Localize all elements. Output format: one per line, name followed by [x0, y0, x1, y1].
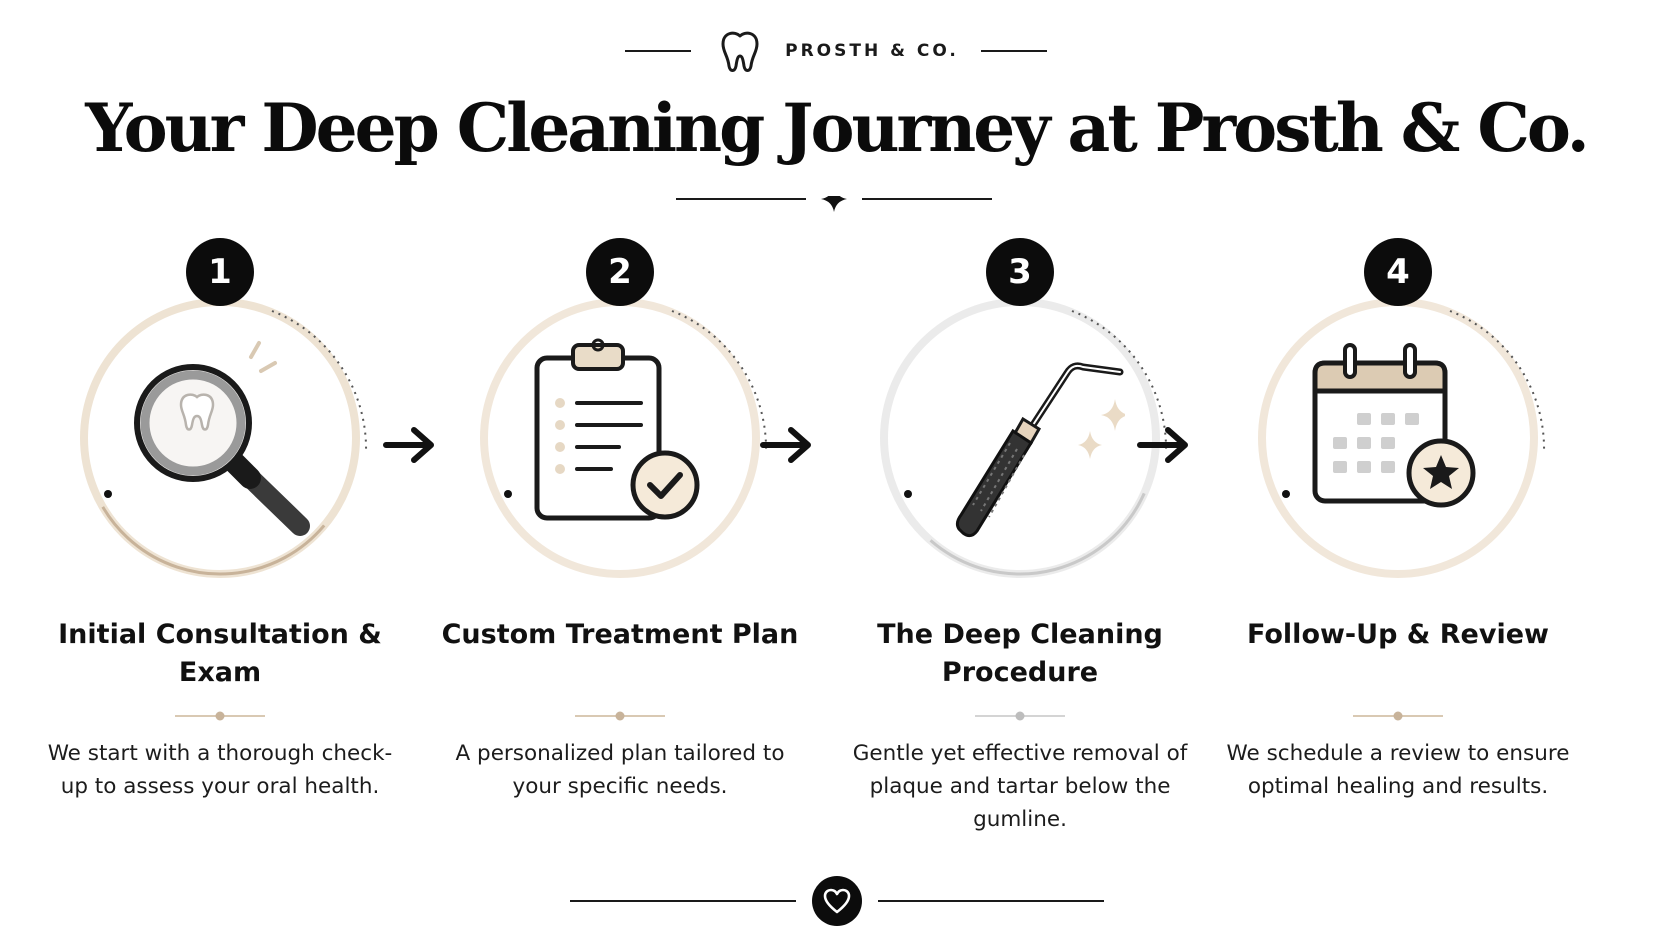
- step-title: The Deep Cleaning Procedure: [877, 619, 1163, 688]
- clipboard-check-icon: [534, 338, 700, 521]
- step-description: We schedule a review to ensure optimal h…: [1226, 741, 1570, 799]
- step-title: Follow-Up & Review: [1247, 619, 1549, 650]
- step-description: We start with a thorough check-up to ass…: [47, 741, 393, 799]
- calendar-star-icon: [1312, 343, 1476, 508]
- footer-line-left: [570, 900, 796, 902]
- title-divider: [676, 196, 992, 212]
- step-number-badge: 3: [986, 238, 1054, 306]
- step-divider: [975, 711, 1065, 721]
- brand-line-right: [980, 50, 1047, 52]
- dental-scaler-icon: [955, 362, 1125, 538]
- step-title: Initial Consultation & Exam: [58, 619, 382, 688]
- magnifying-glass-tooth-icon: [134, 341, 310, 536]
- heart-icon: [823, 888, 851, 914]
- brand-header: PROSTH & CO.: [0, 26, 1672, 76]
- brand-name: PROSTH & CO.: [785, 41, 959, 61]
- footer-line-right: [878, 900, 1104, 902]
- step-title: Custom Treatment Plan: [441, 619, 799, 650]
- step-description: A personalized plan tailored to your spe…: [455, 741, 785, 799]
- brand-line-left: [625, 50, 692, 52]
- tooth-icon: [721, 31, 759, 72]
- footer-badge: [812, 876, 862, 926]
- arrow-right-icon: [1137, 427, 1188, 463]
- step-divider: [175, 711, 265, 721]
- step-divider: [1353, 711, 1443, 721]
- step-number-badge: 4: [1364, 238, 1432, 306]
- step-number-badge: 1: [186, 238, 254, 306]
- step-description: Gentle yet effective removal of plaque a…: [852, 741, 1188, 832]
- step-divider: [575, 711, 665, 721]
- arrow-right-icon: [760, 427, 811, 463]
- arrow-right-icon: [383, 427, 434, 463]
- step-number-badge: 2: [586, 238, 654, 306]
- page-title: Your Deep Cleaning Journey at Prosth & C…: [85, 89, 1590, 167]
